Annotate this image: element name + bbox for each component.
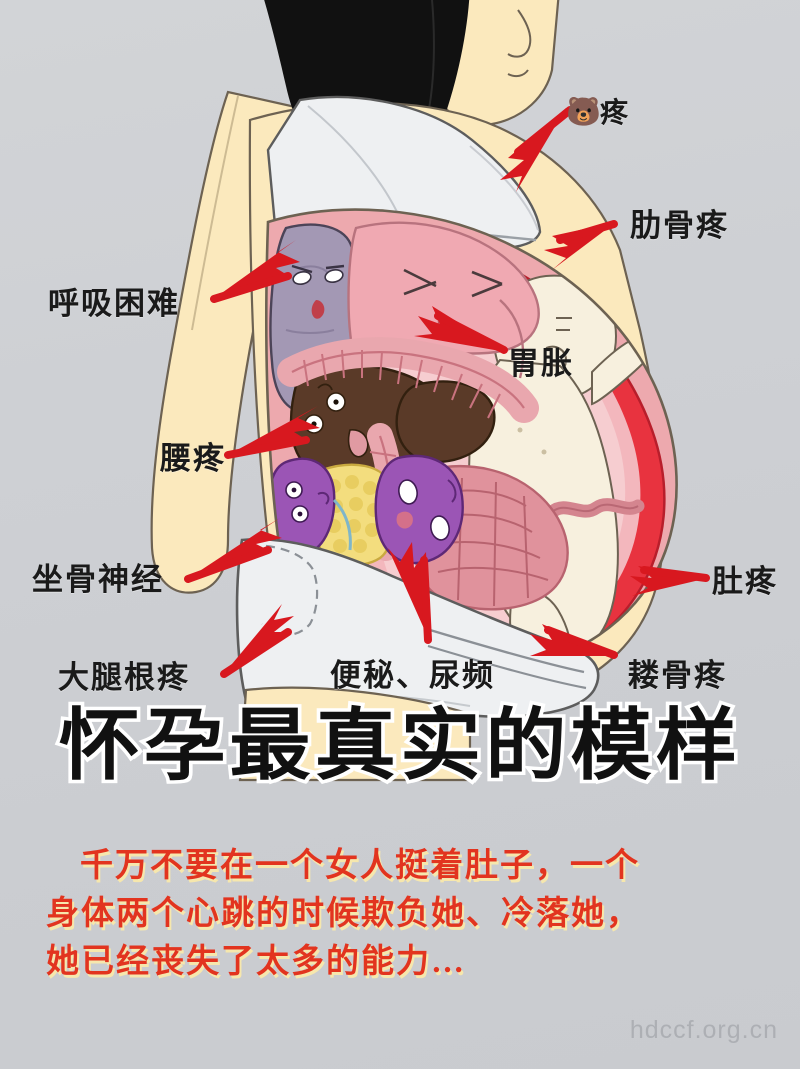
body-copy-line-3: 她已经丧失了太多的能力… (46, 944, 466, 980)
body-copy-line-2: 身体两个心跳的时候欺负她、冷落她， (46, 896, 641, 932)
body-copy: 千万不要在一个女人挺着肚子，一个 身体两个心跳的时候欺负她、冷落她， 她已经丧失… (46, 842, 770, 986)
label-constipation-urination: 便秘、尿频 (330, 658, 495, 693)
abdomen-outline (265, 208, 678, 670)
label-pubic-bone-pain: 耧骨疼 (628, 658, 727, 693)
label-inner-thigh-pain: 大腿根疼 (58, 660, 190, 695)
label-sciatic-nerve: 坐骨神经 (32, 562, 164, 597)
label-stomach-bloat: 胃胀 (508, 346, 574, 381)
label-breast-pain: 疼 (600, 98, 631, 129)
watermark: hdccf.org.cn (629, 1016, 778, 1044)
pointer-arrows (186, 108, 708, 676)
bear-icon: 🐻 (566, 95, 601, 128)
label-rib-pain: 肋骨疼 (630, 208, 729, 243)
page-title: 怀孕最真实的模样 (55, 701, 742, 789)
woman-thigh (238, 686, 472, 782)
body-copy-line-1: 千万不要在一个女人挺着肚子，一个 (80, 848, 640, 884)
label-belly-pain: 肚疼 (712, 564, 778, 599)
bladder-organ (374, 454, 464, 565)
abdominal-cavity (266, 210, 677, 668)
label-lower-back-pain: 腰疼 (160, 441, 226, 476)
intestines-transverse (277, 337, 539, 423)
stomach-organ (347, 221, 540, 379)
label-breathing-difficulty: 呼吸困难 (48, 286, 180, 321)
arrow-shafts (184, 106, 710, 678)
